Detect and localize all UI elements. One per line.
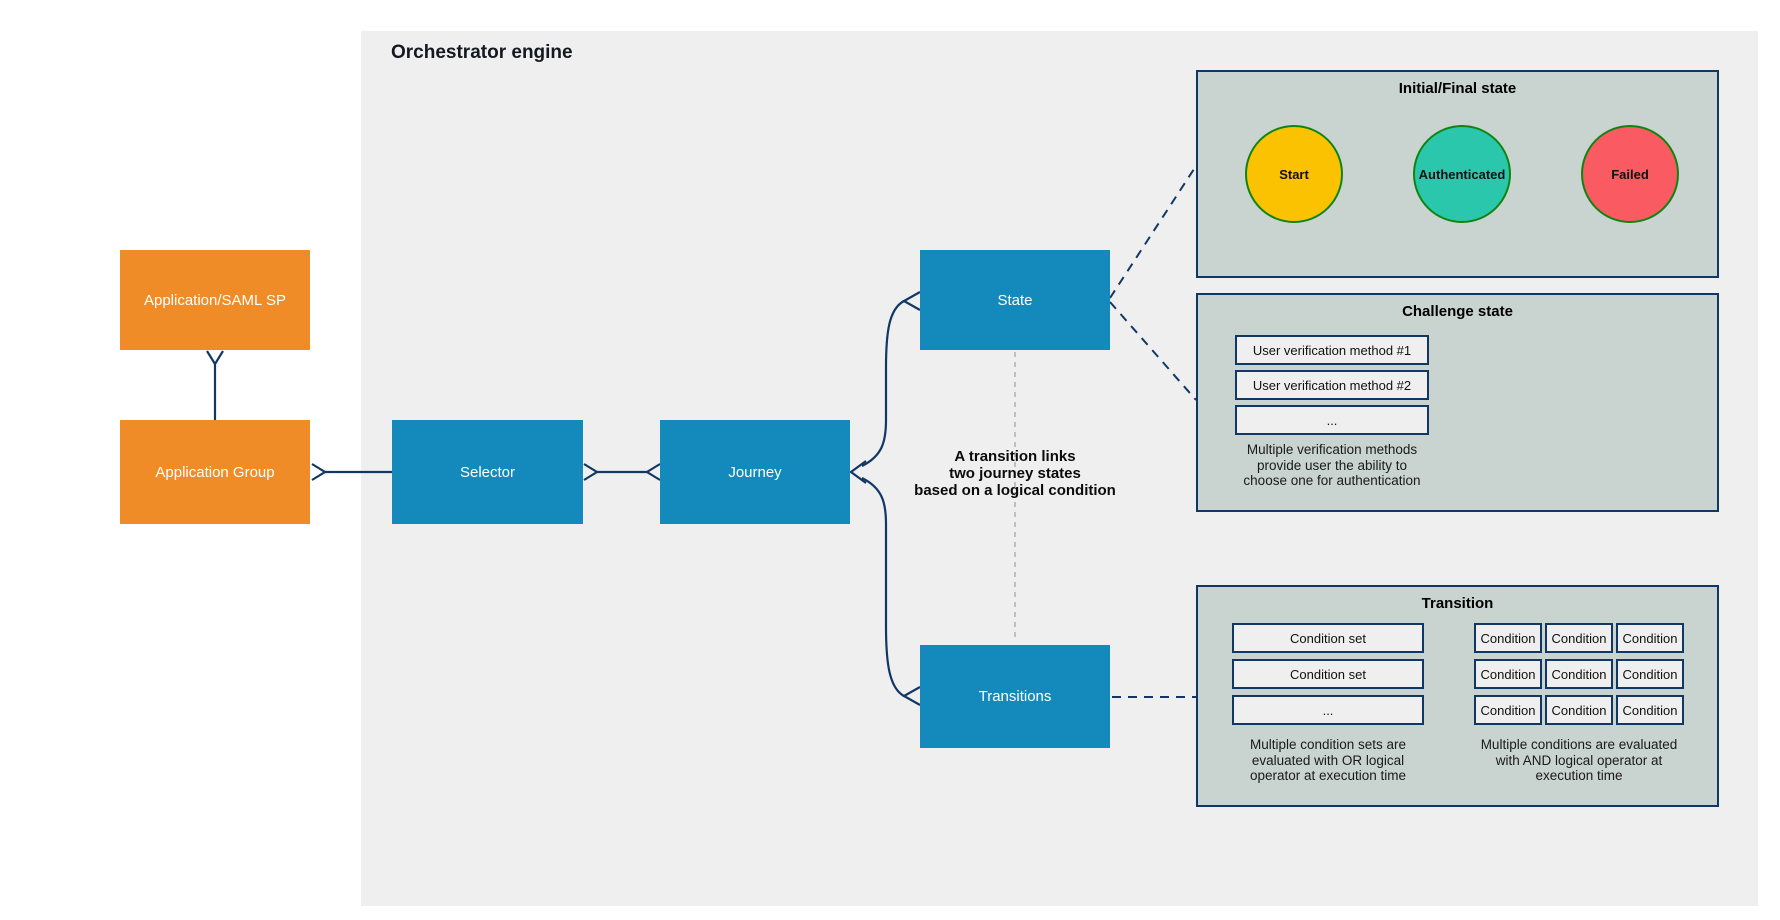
caption-line: provide user the ability to bbox=[1256, 457, 1408, 473]
verification-method-box[interactable]: User verification method #2 bbox=[1235, 370, 1429, 400]
panel-transition-title: Transition bbox=[1421, 595, 1494, 612]
panel-challenge-title: Challenge state bbox=[1402, 303, 1513, 320]
challenge-caption: Multiple verification methods provide us… bbox=[1222, 442, 1442, 489]
conditions-grid: Condition Condition Condition Condition … bbox=[1474, 623, 1684, 731]
condition-set-box[interactable]: ... bbox=[1232, 695, 1424, 725]
condition-box[interactable]: Condition bbox=[1616, 623, 1684, 653]
conditions-row: Condition Condition Condition bbox=[1474, 623, 1684, 653]
node-transitions[interactable]: Transitions bbox=[920, 645, 1110, 748]
verification-method-box[interactable]: User verification method #1 bbox=[1235, 335, 1429, 365]
or-evaluation-caption: Multiple condition sets are evaluated wi… bbox=[1218, 737, 1438, 784]
caption-line: choose one for authentication bbox=[1243, 473, 1421, 488]
condition-box[interactable]: Condition bbox=[1616, 695, 1684, 725]
state-circle-start[interactable]: Start bbox=[1245, 125, 1343, 223]
state-circle-failed[interactable]: Failed bbox=[1581, 125, 1679, 223]
node-application-saml-sp[interactable]: Application/SAML SP bbox=[120, 250, 310, 350]
condition-set-box[interactable]: Condition set bbox=[1232, 623, 1424, 653]
annotation-line: based on a logical condition bbox=[914, 482, 1116, 499]
conditions-row: Condition Condition Condition bbox=[1474, 659, 1684, 689]
condition-box[interactable]: Condition bbox=[1616, 659, 1684, 689]
state-circle-authenticated[interactable]: Authenticated bbox=[1413, 125, 1511, 223]
condition-box[interactable]: Condition bbox=[1474, 695, 1542, 725]
condition-box[interactable]: Condition bbox=[1545, 659, 1613, 689]
node-selector[interactable]: Selector bbox=[392, 420, 583, 524]
connector-group-to-selector bbox=[311, 463, 392, 481]
verification-methods-list: User verification method #1 User verific… bbox=[1235, 335, 1429, 440]
caption-line: Multiple verification methods bbox=[1246, 442, 1418, 457]
link-state-initial-final bbox=[1109, 165, 1197, 299]
conditions-row: Condition Condition Condition bbox=[1474, 695, 1684, 725]
annotation-line: A transition links bbox=[954, 448, 1076, 465]
panel-transition: Transition Condition set Condition set .… bbox=[1196, 585, 1719, 807]
condition-box[interactable]: Condition bbox=[1474, 659, 1542, 689]
condition-set-box[interactable]: Condition set bbox=[1232, 659, 1424, 689]
caption-line: operator at execution time bbox=[1249, 768, 1407, 783]
link-state-challenge bbox=[1109, 301, 1197, 401]
connector-journey-state bbox=[849, 291, 921, 484]
caption-line: evaluated with OR logical bbox=[1251, 752, 1405, 768]
condition-box[interactable]: Condition bbox=[1545, 695, 1613, 725]
and-evaluation-caption: Multiple conditions are evaluated with A… bbox=[1464, 737, 1694, 784]
caption-line: Multiple conditions are evaluated bbox=[1480, 737, 1678, 752]
connector-saml-to-group bbox=[206, 350, 224, 420]
verification-method-box[interactable]: ... bbox=[1235, 405, 1429, 435]
condition-box[interactable]: Condition bbox=[1474, 623, 1542, 653]
panel-initial-final-title: Initial/Final state bbox=[1398, 80, 1517, 97]
panel-challenge-state: Challenge state User verification method… bbox=[1196, 293, 1719, 512]
annotation-line: two journey states bbox=[949, 465, 1081, 482]
connector-selector-journey bbox=[583, 463, 661, 481]
transition-annotation: A transition links two journey states ba… bbox=[875, 448, 1155, 499]
node-journey[interactable]: Journey bbox=[660, 420, 850, 524]
condition-sets-list: Condition set Condition set ... bbox=[1232, 623, 1424, 731]
caption-line: execution time bbox=[1535, 768, 1623, 783]
node-state[interactable]: State bbox=[920, 250, 1110, 350]
panel-initial-final-state: Initial/Final state Start Authenticated … bbox=[1196, 70, 1719, 278]
caption-line: Multiple condition sets are bbox=[1249, 737, 1407, 752]
engine-title: Orchestrator engine bbox=[391, 42, 573, 63]
caption-line: with AND logical operator at bbox=[1495, 752, 1663, 768]
condition-box[interactable]: Condition bbox=[1545, 623, 1613, 653]
connector-journey-transitions bbox=[861, 477, 921, 706]
node-application-group[interactable]: Application Group bbox=[120, 420, 310, 524]
